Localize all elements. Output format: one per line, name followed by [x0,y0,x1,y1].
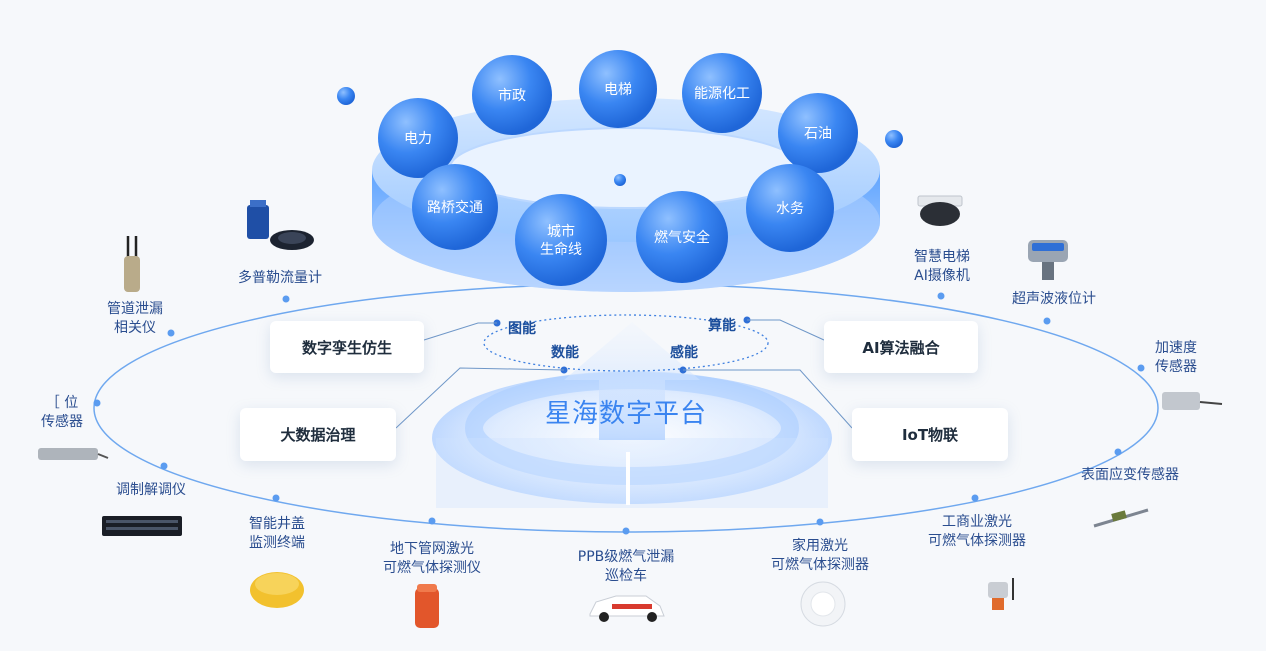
capability-label: 数能 [551,344,579,361]
orbit-dot [272,494,280,502]
laser-gas-detector-icon [415,584,439,628]
product-label: 多普勒流量计 [238,270,322,286]
platform-base [432,322,832,508]
product-label: 地下管网激光 可燃气体探测仪 [383,541,481,576]
industry-label: 生命线 [540,241,582,258]
industry-sphere: 燃气安全 [636,191,728,283]
product-label: ［ 位 传感器 [41,395,83,430]
orbit-dot [971,494,979,502]
box-digital-twin: 数字孪生仿生 [270,321,424,373]
orbit-dot [93,399,101,407]
product-label: 家用激光 可燃气体探测器 [771,538,869,573]
industry-label: 石油 [804,126,832,142]
industry-label: 城市 [547,223,575,240]
box-big-data: 大数据治理 [240,408,396,461]
leak-correlator-icon [124,236,140,292]
connector-lines [395,319,853,429]
industry-sphere: 路桥交通 [412,164,498,250]
strain-sensor-icon [1093,508,1149,528]
capability-label: 感能 [670,344,698,361]
inspection-car-icon [589,595,665,622]
box-iot: IoT物联 [852,408,1008,461]
platform-title: 星海数字平台 [544,399,708,429]
floating-dot [614,174,626,186]
product-label: 调制解调仪 [116,482,186,498]
industry-label: 电力 [404,131,432,147]
industry-label: 路桥交通 [427,199,483,216]
floating-dot [337,87,355,105]
capability-label: 算能 [708,317,736,334]
product-label: 智慧电梯 AI摄像机 [914,249,970,284]
industry-label: 市政 [498,87,526,104]
industry-sphere: 电力 [378,98,458,178]
industrial-gas-detector-icon [988,578,1014,610]
level-sensor-icon [38,448,109,460]
orbit-dot [167,329,175,337]
industry-sphere: 水务 [746,164,834,252]
industry-sphere: 市政 [472,55,552,135]
flowmeter-icon [247,200,314,250]
capability-ellipse [483,314,769,372]
industry-label: 燃气安全 [654,229,710,246]
orbit-dot [622,527,630,535]
product-label: 智能井盖 监测终端 [249,516,305,551]
elevator-camera-icon [917,195,963,226]
floating-dot [885,130,903,148]
demodulator-icon [102,516,182,536]
industry-sphere: 能源化工 [682,53,762,133]
accelerometer-icon [1162,392,1223,410]
box-ai-algorithm: AI算法融合 [824,321,978,373]
industry-label: 电梯 [604,82,632,98]
orbit-dot [816,518,824,526]
industry-label: 水务 [776,201,804,217]
orbit-dot [1137,364,1145,372]
industry-label: 能源化工 [694,86,750,102]
product-label: 管道泄漏 相关仪 [107,301,163,336]
orbit-dot [1043,317,1051,325]
industry-sphere: 石油 [778,93,858,173]
home-gas-detector-icon [800,581,846,627]
orbit-dot [428,517,436,525]
product-label: 表面应变传感器 [1081,467,1179,483]
product-label: PPB级燃气泄漏 巡检车 [577,549,675,584]
orbit-dot [937,292,945,300]
ultrasonic-level-icon [1028,240,1068,280]
industry-sphere: 电梯 [579,50,657,128]
product-label: 加速度 传感器 [1155,340,1197,375]
product-label: 超声波液位计 [1012,291,1096,307]
capability-label: 图能 [508,320,536,337]
orbit-dot [282,295,290,303]
orbit-dot [1114,448,1122,456]
manhole-terminal-icon [250,572,304,608]
product-label: 工商业激光 可燃气体探测器 [928,514,1026,549]
orbit-dot [160,462,168,470]
